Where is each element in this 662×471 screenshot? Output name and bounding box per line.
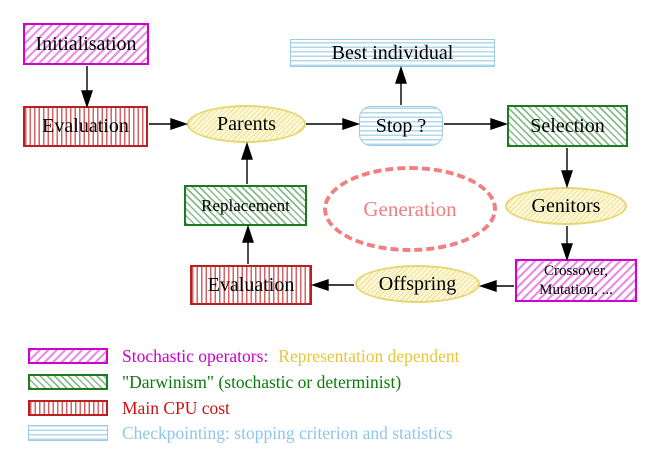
node-evaluation-top: Evaluation: [23, 106, 148, 147]
legend-stochastic-label: Stochastic operators:: [122, 345, 269, 366]
node-genitors-label: Genitors: [531, 194, 601, 217]
node-replacement-label: Replacement: [201, 195, 290, 215]
crossover-line1: Crossover,: [544, 262, 608, 279]
node-offspring: Offspring: [355, 265, 480, 303]
node-replacement: Replacement: [184, 185, 307, 226]
magenta-hatch-swatch: [28, 348, 108, 364]
node-stop: Stop ?: [359, 106, 443, 146]
legend-checkpointing-label: Checkpointing: stopping criterion and st…: [122, 422, 453, 443]
node-best-individual: Best individual: [290, 39, 495, 67]
node-parents: Parents: [187, 105, 306, 143]
node-crossover-mutation: Crossover, Mutation, ...: [515, 259, 637, 302]
node-evaluation-bottom-label: Evaluation: [207, 273, 295, 296]
node-initialisation-label: Initialisation: [35, 32, 137, 55]
node-selection: Selection: [507, 105, 628, 147]
legend-stochastic-text: Stochastic operators: Representation depe…: [122, 346, 460, 367]
green-hatch-swatch: [28, 374, 108, 390]
node-parents-label: Parents: [217, 112, 276, 135]
legend-cpu-label: Main CPU cost: [122, 397, 230, 418]
generation-label: Generation: [363, 196, 457, 221]
generation-loop-ellipse: Generation: [323, 166, 497, 252]
legend-darwinism-label: "Darwinism" (stochastic or determinist): [122, 371, 402, 392]
node-evaluation-bottom: Evaluation: [190, 265, 312, 305]
node-genitors: Genitors: [505, 187, 627, 225]
node-best-individual-label: Best individual: [331, 41, 454, 64]
node-stop-label: Stop ?: [375, 114, 427, 137]
node-evaluation-top-label: Evaluation: [42, 115, 129, 137]
node-selection-label: Selection: [530, 114, 605, 137]
legend-representation-label: Representation dependent: [278, 345, 460, 366]
cyan-stripe-swatch: [28, 425, 108, 441]
node-initialisation: Initialisation: [23, 23, 149, 65]
crossover-line2: Mutation, ...: [539, 281, 613, 298]
node-crossover-mutation-label: Crossover, Mutation, ...: [539, 262, 613, 300]
red-stripe-swatch: [28, 400, 108, 416]
node-offspring-label: Offspring: [378, 272, 457, 295]
